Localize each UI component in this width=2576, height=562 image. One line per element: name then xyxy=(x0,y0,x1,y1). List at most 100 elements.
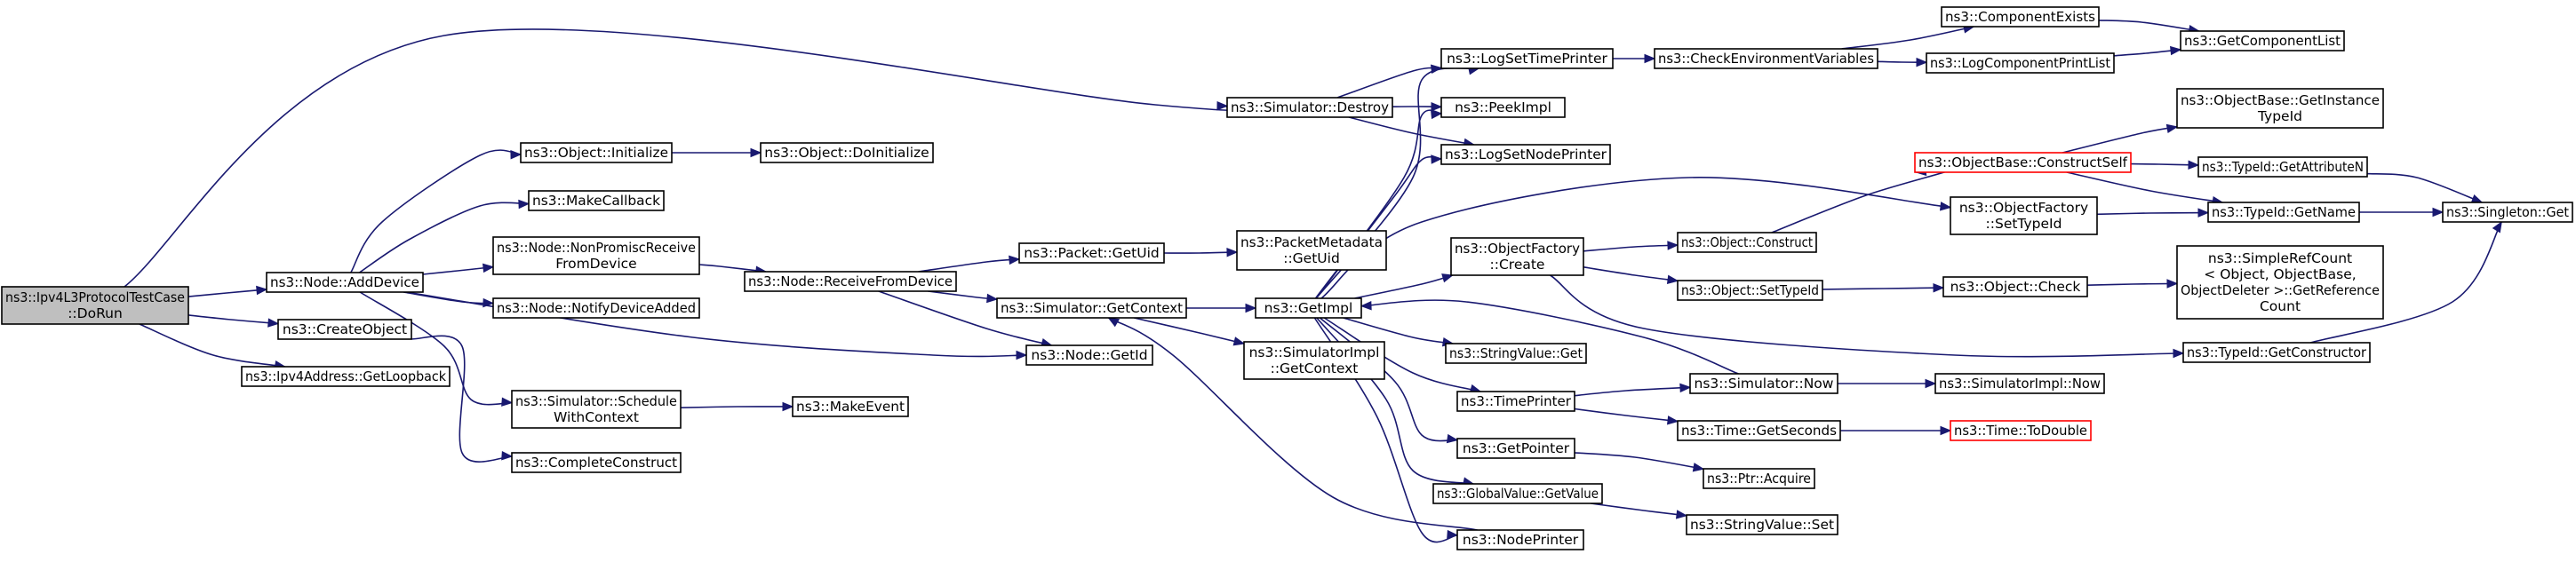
node-box-timegetsec xyxy=(1677,420,1841,441)
node-label-pktmeta-1: ::GetUid xyxy=(1283,250,1340,266)
node-globalvalget[interactable]: ns3::GlobalValue::GetValue xyxy=(1432,483,1603,504)
node-box-objbasegettypeid xyxy=(2176,88,2384,129)
arrowhead-timegetsec-to-timetodouble xyxy=(1940,425,1952,436)
edge-recvfromdevice-to-nodegetid xyxy=(878,290,1052,346)
node-objinit[interactable]: ns3::Object::Initialize xyxy=(520,142,673,163)
node-label-completeconstruct-0: ns3::CompleteConstruct xyxy=(515,455,677,471)
node-box-typeidgetname xyxy=(2207,202,2360,223)
node-ptracquire[interactable]: ns3::Ptr::Acquire xyxy=(1703,468,1815,489)
node-typeidgetname[interactable]: ns3::TypeId::GetName xyxy=(2207,202,2360,223)
node-simnow[interactable]: ns3::Simulator::Now xyxy=(1689,373,1838,394)
edge-schedwithctx-to-makeevent xyxy=(680,406,794,409)
edge-objfactsettypeid-to-typeidgetname xyxy=(2096,211,2209,216)
node-objconstruct[interactable]: ns3::Object::Construct xyxy=(1677,232,1817,253)
node-createobject[interactable]: ns3::CreateObject xyxy=(277,319,412,340)
node-completeconstruct[interactable]: ns3::CompleteConstruct xyxy=(511,452,682,473)
arrowhead-getimpl-to-getpointer xyxy=(1446,433,1459,444)
edge-nonpromisc-to-recvfromdevice xyxy=(698,264,766,273)
node-timeprinter[interactable]: ns3::TimePrinter xyxy=(1456,391,1575,412)
node-label-typeidgetname-0: ns3::TypeId::GetName xyxy=(2212,204,2356,220)
arrowhead-objfactcreate-to-objsettypeid xyxy=(1666,274,1679,285)
node-destroy[interactable]: ns3::Simulator::Destroy xyxy=(1226,97,1393,118)
node-objcheck[interactable]: ns3::Object::Check xyxy=(1942,276,2088,297)
node-logcomplist[interactable]: ns3::LogComponentPrintList xyxy=(1926,52,2115,74)
node-peekimpl[interactable]: ns3::PeekImpl xyxy=(1440,97,1566,118)
node-checkenv[interactable]: ns3::CheckEnvironmentVariables xyxy=(1654,48,1878,69)
node-box-doinit xyxy=(760,142,934,163)
node-box-notifyadded xyxy=(492,297,700,319)
node-dorun[interactable]: ns3::Ipv4L3ProtocolTestCase::DoRun xyxy=(1,286,189,325)
node-box-schedwithctx xyxy=(511,390,682,429)
node-simplerefcount[interactable]: ns3::SimpleRefCount< Object, ObjectBase,… xyxy=(2176,245,2384,320)
edge-objbaseconstruct-to-objbasegettypeid xyxy=(2062,126,2178,154)
node-nodeprinter[interactable]: ns3::NodePrinter xyxy=(1456,529,1584,550)
node-typeidgetctor[interactable]: ns3::TypeId::GetConstructor xyxy=(2182,342,2371,363)
node-timetodouble[interactable]: ns3::Time::ToDouble xyxy=(1950,420,2092,441)
node-label-objfactsettypeid-0: ns3::ObjectFactory xyxy=(1959,200,2088,216)
node-box-makecallback xyxy=(528,190,665,211)
edge-recvfromdevice-to-simgetctx xyxy=(928,290,998,300)
node-getpointer[interactable]: ns3::GetPointer xyxy=(1456,438,1575,459)
node-simimplnow[interactable]: ns3::SimulatorImpl::Now xyxy=(1934,373,2105,394)
node-makecallback[interactable]: ns3::MakeCallback xyxy=(528,190,665,211)
node-box-logsetnode xyxy=(1440,144,1611,165)
edge-nodeprinter-to-simgetctx xyxy=(1108,317,1478,531)
arrowhead-adddevice-to-nodegetid xyxy=(1016,350,1028,360)
node-objbaseconstruct[interactable]: ns3::ObjectBase::ConstructSelf xyxy=(1914,152,2132,173)
node-label-doinit-0: ns3::Object::DoInitialize xyxy=(764,145,929,161)
node-logsetnode[interactable]: ns3::LogSetNodePrinter xyxy=(1440,144,1611,165)
node-objfactcreate[interactable]: ns3::ObjectFactory::Create xyxy=(1450,237,1584,276)
node-objfactsettypeid[interactable]: ns3::ObjectFactory::SetTypeId xyxy=(1950,196,2098,235)
node-logsettime[interactable]: ns3::LogSetTimePrinter xyxy=(1440,48,1614,69)
node-getimpl[interactable]: ns3::GetImpl xyxy=(1255,297,1362,319)
node-label-dorun-0: ns3::Ipv4L3ProtocolTestCase xyxy=(5,289,185,305)
node-getcomplist[interactable]: ns3::GetComponentList xyxy=(2180,30,2345,51)
edge-getimpl-to-stringvalget xyxy=(1343,317,1454,344)
node-simgetctx[interactable]: ns3::Simulator::GetContext xyxy=(996,297,1187,319)
node-box-getpointer xyxy=(1456,438,1575,459)
arrowhead-timeprinter-to-timegetsec xyxy=(1666,416,1679,425)
node-nodegetid[interactable]: ns3::Node::GetId xyxy=(1025,344,1153,366)
node-stringvalget[interactable]: ns3::StringValue::Get xyxy=(1445,343,1587,364)
node-label-schedwithctx-0: ns3::Simulator::Schedule xyxy=(515,393,677,409)
node-typeidgetattr[interactable]: ns3::TypeId::GetAttributeN xyxy=(2197,156,2368,178)
edge-objsettypeid-to-objcheck xyxy=(1822,287,1944,290)
node-recvfromdevice[interactable]: ns3::Node::ReceiveFromDevice xyxy=(744,271,957,292)
node-simimplgetctx[interactable]: ns3::SimulatorImpl::GetContext xyxy=(1243,341,1385,380)
node-box-getcomplist xyxy=(2180,30,2345,51)
node-label-ptracquire-0: ns3::Ptr::Acquire xyxy=(1707,471,1811,487)
node-packetgetuid[interactable]: ns3::Packet::GetUid xyxy=(1018,242,1165,264)
node-box-objconstruct xyxy=(1677,232,1817,253)
edge-packetgetuid-to-pktmeta xyxy=(1163,251,1238,254)
node-doinit[interactable]: ns3::Object::DoInitialize xyxy=(760,142,934,163)
node-label-logcomplist-0: ns3::LogComponentPrintList xyxy=(1930,55,2110,71)
arrowhead-getimpl-to-objfactsettypeid xyxy=(1939,202,1952,211)
node-box-ptracquire xyxy=(1703,468,1815,489)
node-adddevice[interactable]: ns3::Node::AddDevice xyxy=(266,272,424,293)
arrowhead-packetgetuid-to-pktmeta xyxy=(1226,248,1239,257)
node-box-objbaseconstruct xyxy=(1914,152,2132,173)
node-label-timetodouble-0: ns3::Time::ToDouble xyxy=(1954,423,2087,439)
node-box-objinit xyxy=(520,142,673,163)
node-compexists[interactable]: ns3::ComponentExists xyxy=(1941,6,2100,28)
edge-objcheck-to-simplerefcount xyxy=(2086,282,2178,286)
node-singletonget[interactable]: ns3::Singleton::Get xyxy=(2442,202,2573,223)
edge-destroy-to-logsettime xyxy=(1336,67,1442,99)
edge-objbaseconstruct-to-typeidgetname xyxy=(2066,171,2223,203)
node-pktmeta[interactable]: ns3::PacketMetadata::GetUid xyxy=(1236,230,1387,271)
edge-getimpl-to-timeprinter xyxy=(1323,317,1481,392)
node-makeevent[interactable]: ns3::MakeEvent xyxy=(792,396,909,417)
arrowhead-objfactsettypeid-to-typeidgetname xyxy=(2197,208,2210,218)
node-label-getimpl-0: ns3::GetImpl xyxy=(1264,300,1353,316)
node-box-timetodouble xyxy=(1950,420,2092,441)
node-getloopback[interactable]: ns3::Ipv4Address::GetLoopback xyxy=(241,366,451,387)
node-objsettypeid[interactable]: ns3::Object::SetTypeId xyxy=(1677,280,1823,301)
node-timegetsec[interactable]: ns3::Time::GetSeconds xyxy=(1677,420,1841,441)
arrowhead-nodeprinter-to-simgetctx xyxy=(1107,317,1121,328)
node-notifyadded[interactable]: ns3::Node::NotifyDeviceAdded xyxy=(492,297,700,319)
node-label-getcomplist-0: ns3::GetComponentList xyxy=(2184,33,2341,49)
node-stringvalset[interactable]: ns3::StringValue::Set xyxy=(1686,514,1838,535)
